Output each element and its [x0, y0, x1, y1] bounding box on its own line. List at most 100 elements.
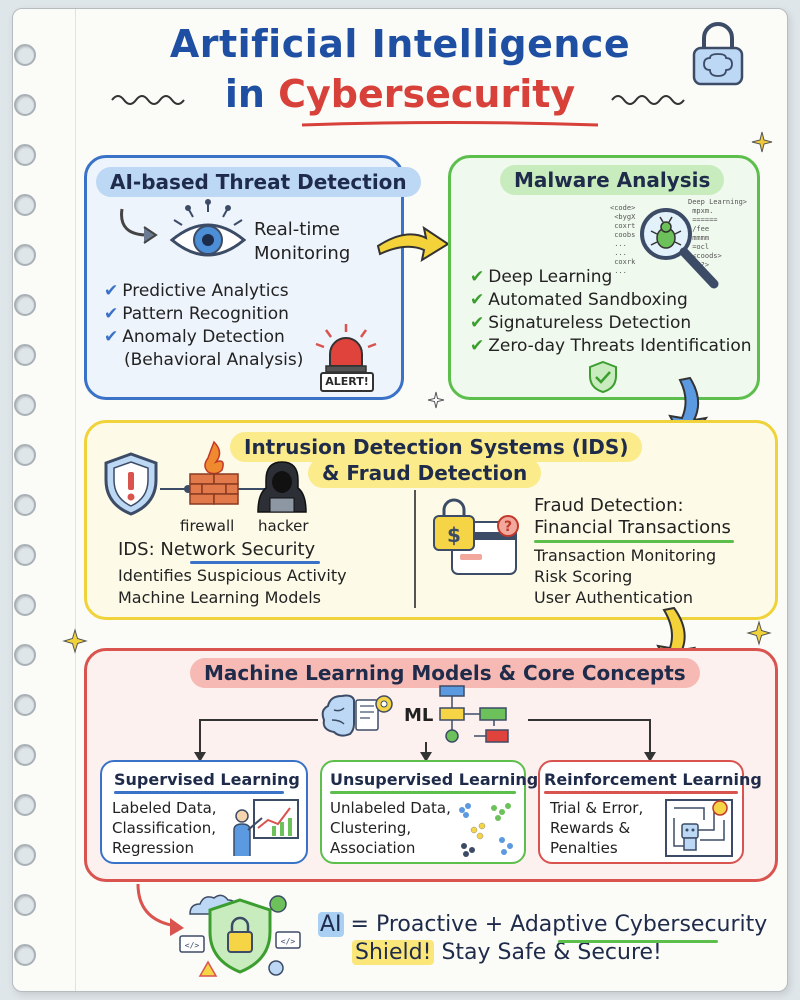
- reinforcement-line: Rewards &: [550, 819, 631, 837]
- sparkle-icon: [751, 131, 773, 153]
- fraud-title-line2: Financial Transactions: [534, 517, 731, 538]
- footer-shield: Shield!: [352, 940, 435, 965]
- shield-warning-icon: [104, 452, 158, 516]
- title-squiggle-left: [111, 95, 185, 105]
- binder-hole: [14, 394, 36, 416]
- malware-item: ✔Signatureless Detection: [470, 312, 691, 335]
- teacher-chart-icon: [233, 799, 299, 856]
- reinforcement-underline: [544, 791, 738, 794]
- reinforcement-title: Reinforcement Learning: [544, 770, 762, 789]
- supervised-line: Labeled Data,: [112, 799, 217, 817]
- check-icon: ✔: [104, 304, 119, 324]
- robot-maze-icon: [665, 799, 733, 857]
- eye-icon: [169, 199, 247, 257]
- alert-siren-icon: [315, 324, 377, 373]
- curved-arrow-icon: [136, 883, 184, 936]
- binder-hole: [14, 544, 36, 566]
- threat-item: ✔Predictive Analytics: [104, 280, 289, 303]
- star-icon: [746, 620, 772, 646]
- lock-brain-icon: [692, 22, 744, 86]
- binder-hole: [14, 244, 36, 266]
- supervised-underline: [114, 791, 284, 794]
- branch-connectors: [194, 719, 656, 762]
- title-in: in: [224, 72, 279, 116]
- hacker-label: hacker: [258, 517, 309, 535]
- svg-text:?: ?: [504, 519, 512, 535]
- malware-item-label: Signatureless Detection: [488, 313, 692, 333]
- binder-hole: [14, 744, 36, 766]
- binder-hole: [14, 44, 36, 66]
- ml-center-label: ML: [404, 705, 434, 726]
- supervised-line: Regression: [112, 839, 195, 857]
- check-icon: ✔: [470, 336, 485, 356]
- malware-item: ✔Deep Learning: [470, 266, 612, 289]
- curved-arrow-icon: [120, 208, 158, 244]
- fraud-item: Transaction Monitoring: [534, 546, 717, 565]
- footer-underline: [558, 940, 718, 943]
- firewall-icon: [189, 440, 239, 505]
- fraud-item: User Authentication: [534, 588, 694, 607]
- malware-heading: Malware Analysis: [500, 165, 725, 195]
- code-snippet-left: <code> <bygX coxrt coobs ... ... coxrk .…: [610, 204, 636, 275]
- unsupervised-card: [320, 760, 526, 864]
- ids-divider: [414, 490, 416, 608]
- reinforcement-line: Penalties: [550, 839, 618, 857]
- threat-item: ✔Pattern Recognition: [104, 303, 289, 326]
- binder-hole: [14, 894, 36, 916]
- threat-item-label: Predictive Analytics: [122, 281, 289, 301]
- check-icon: ✔: [104, 327, 119, 347]
- footer-line2-text: Stay Safe & Secure!: [434, 940, 662, 965]
- fraud-title-line1: Fraud Detection:: [534, 495, 684, 516]
- svg-text:</>: </>: [281, 937, 296, 946]
- threat-item-label: Anomaly Detection: [122, 327, 285, 347]
- threat-item-sub: (Behavioral Analysis): [124, 350, 304, 370]
- unsupervised-line: Unlabeled Data,: [330, 799, 451, 817]
- supervised-line: Classification,: [112, 819, 217, 837]
- binder-hole: [14, 494, 36, 516]
- check-icon: ✔: [470, 267, 485, 287]
- malware-item-label: Automated Sandboxing: [488, 290, 688, 310]
- footer-ai: AI: [318, 912, 344, 937]
- malware-item-label: Zero-day Threats Identification: [488, 336, 752, 356]
- binder-hole: [14, 644, 36, 666]
- binder-hole: [14, 844, 36, 866]
- malware-item: ✔Automated Sandboxing: [470, 289, 688, 312]
- check-icon: ✔: [470, 313, 485, 333]
- shield-check-icon: [589, 360, 617, 394]
- svg-text:$: $: [447, 523, 461, 547]
- monitoring-line1: Real-time: [254, 219, 340, 240]
- ml-heading: Machine Learning Models & Core Concepts: [190, 658, 700, 688]
- unsupervised-line: Association: [330, 839, 416, 857]
- title-cybersecurity: Cybersecurity: [278, 72, 576, 116]
- arrow-right-icon: [376, 225, 450, 263]
- malware-item-label: Deep Learning: [488, 267, 613, 287]
- network-security-title: IDS: Network Security: [118, 539, 316, 560]
- fraud-title-underline: [534, 540, 734, 543]
- binder-hole: [14, 944, 36, 966]
- alert-badge: ALERT!: [320, 372, 374, 392]
- margin-line: [75, 9, 76, 991]
- ids-heading-line2: & Fraud Detection: [308, 458, 542, 488]
- flowchart-icon: [439, 685, 509, 743]
- binder-hole: [14, 694, 36, 716]
- threat-item: ✔Anomaly Detection: [104, 326, 285, 349]
- footer-line1: AI = Proactive + Adaptive Cybersecurity: [318, 912, 767, 937]
- binder-hole: [14, 144, 36, 166]
- svg-text:</>: </>: [185, 941, 200, 950]
- hacker-icon: [257, 461, 307, 513]
- supervised-title: Supervised Learning: [114, 770, 300, 789]
- fraud-item: Risk Scoring: [534, 567, 633, 586]
- threat-detection-heading: AI-based Threat Detection: [96, 167, 421, 197]
- malware-item: ✔Zero-day Threats Identification: [470, 335, 752, 358]
- binder-hole: [14, 194, 36, 216]
- binder-hole: [14, 94, 36, 116]
- threat-item-label: Pattern Recognition: [122, 304, 289, 324]
- page-title-line2: in Cybersecurity: [0, 72, 800, 116]
- credit-card-icon: $ ?: [433, 498, 519, 575]
- bug-magnifier-icon: [640, 208, 719, 289]
- binder-hole: [14, 594, 36, 616]
- star-icon: [62, 628, 88, 654]
- page-title-line1: Artificial Intelligence: [169, 22, 631, 66]
- brain-gear-icon: [321, 694, 393, 737]
- sparkle-icon: [427, 391, 445, 409]
